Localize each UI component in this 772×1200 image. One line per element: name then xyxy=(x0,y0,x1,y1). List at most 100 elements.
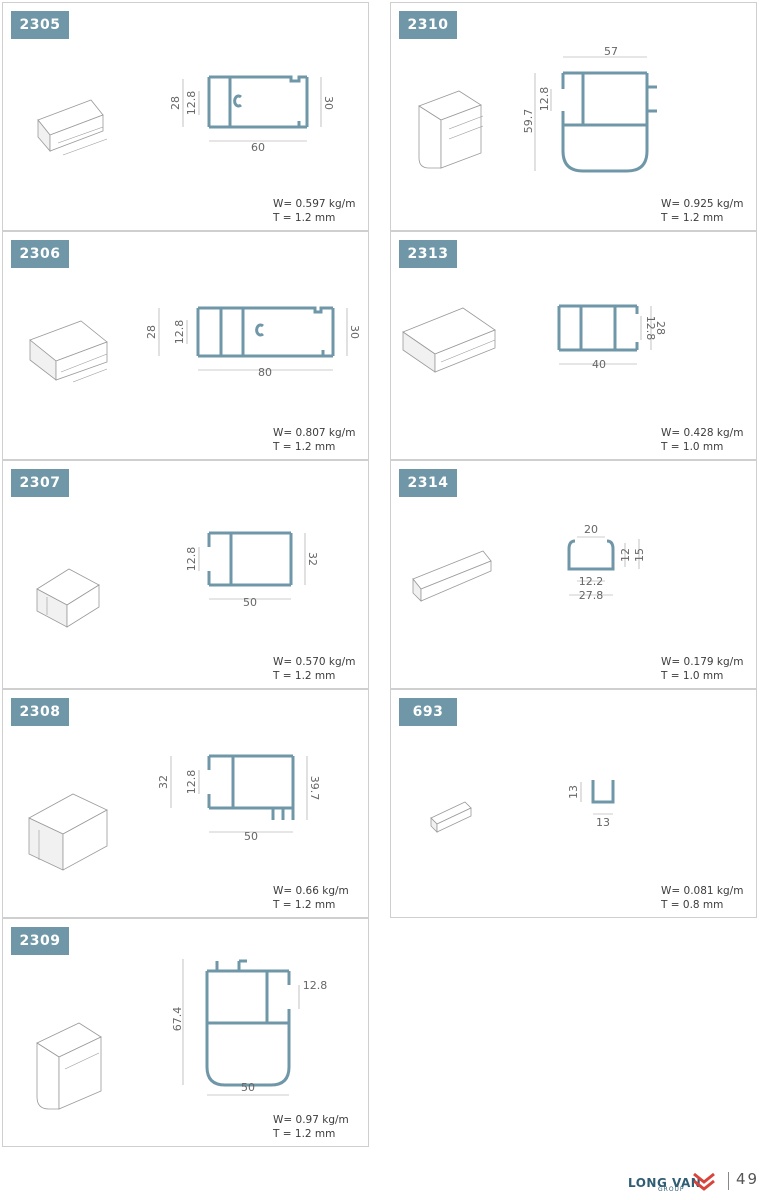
dimension-label: 12 xyxy=(619,548,632,562)
dimension-label: 32 xyxy=(157,775,170,789)
isometric-view xyxy=(37,99,108,156)
profile-card-693: 693 13 13 W= 0.081 kg/m T = 0.8 mm xyxy=(390,689,757,918)
thickness-text: T = 1.2 mm xyxy=(661,212,724,224)
cross-section xyxy=(158,306,348,371)
dimension-label: 80 xyxy=(258,366,272,379)
dimension-label: 32 xyxy=(306,552,319,566)
dimension-label: 30 xyxy=(322,96,335,110)
dimension-label: 12.8 xyxy=(185,547,198,572)
dimension-label: 12.8 xyxy=(303,979,328,992)
profile-drawing: 57 59.7 12.8 xyxy=(418,45,657,173)
cross-section xyxy=(580,780,615,815)
isometric-view xyxy=(430,801,472,833)
spec-block: W= 0.428 kg/m T = 1.0 mm xyxy=(661,426,743,454)
profile-card-2306: 2306 28 12.8 30 80 W= 0.807 kg xyxy=(2,231,369,460)
weight-text: W= 0.081 kg/m xyxy=(661,885,744,897)
dimension-label: 67.4 xyxy=(171,1007,184,1032)
thickness-text: T = 1.0 mm xyxy=(661,441,724,453)
dimension-label: 60 xyxy=(251,141,265,154)
weight-text: W= 0.807 kg/m xyxy=(273,427,356,439)
spec-block: W= 0.081 kg/m T = 0.8 mm xyxy=(661,884,743,912)
thickness-text: T = 1.2 mm xyxy=(273,212,336,224)
cross-section xyxy=(198,531,306,600)
thickness-text: T = 1.2 mm xyxy=(273,441,336,453)
logo-mark-icon xyxy=(693,1172,715,1191)
dimension-label: 50 xyxy=(244,830,258,843)
cross-section xyxy=(182,75,322,142)
isometric-view xyxy=(412,550,492,602)
thickness-text: T = 0.8 mm xyxy=(661,899,724,911)
profile-code: 2309 xyxy=(11,927,69,955)
profile-drawing: 20 12 15 12.2 27.8 xyxy=(412,523,646,602)
dimension-label: 12.8 xyxy=(185,91,198,116)
dimension-label: 50 xyxy=(243,596,257,609)
cross-section xyxy=(567,536,640,596)
spec-block: W= 0.66 kg/m T = 1.2 mm xyxy=(273,884,349,912)
dimension-label: 28 xyxy=(654,321,667,335)
brand-group: GROUP xyxy=(658,1186,685,1193)
profile-code: 2307 xyxy=(11,469,69,497)
thickness-text: T = 1.0 mm xyxy=(661,670,724,682)
dimension-label: 28 xyxy=(169,96,182,110)
dimension-label: 13 xyxy=(596,816,610,829)
weight-text: W= 0.570 kg/m xyxy=(273,656,356,668)
dimension-label: 12.8 xyxy=(173,320,186,345)
profile-drawing: 32 12.8 39.7 50 xyxy=(28,754,321,871)
spec-block: W= 0.597 kg/m T = 1.2 mm xyxy=(273,197,355,225)
dimension-label: 12.2 xyxy=(579,575,604,588)
page-divider xyxy=(728,1172,729,1190)
profile-code: 2306 xyxy=(11,240,69,268)
dimension-label: 30 xyxy=(348,325,361,339)
isometric-view xyxy=(418,90,484,169)
dimension-label: 12.8 xyxy=(538,87,551,112)
profile-code: 2313 xyxy=(399,240,457,268)
profile-drawing: 12.8 32 50 xyxy=(36,531,319,628)
dimension-label: 13 xyxy=(567,785,580,799)
isometric-view xyxy=(36,1022,102,1110)
profile-drawing: 28 12.8 30 80 xyxy=(29,306,361,383)
dimension-label: 20 xyxy=(584,523,598,536)
isometric-view xyxy=(28,793,108,871)
weight-text: W= 0.925 kg/m xyxy=(661,198,744,210)
weight-text: W= 0.597 kg/m xyxy=(273,198,356,210)
profile-drawing: 13 13 xyxy=(430,780,615,833)
dimension-label: 59.7 xyxy=(522,109,535,134)
profile-card-2310: 2310 57 59.7 12.8 W= 0.925 kg/m T = 1.2 … xyxy=(390,2,757,231)
thickness-text: T = 1.2 mm xyxy=(273,670,336,682)
weight-text: W= 0.66 kg/m xyxy=(273,885,349,897)
weight-text: W= 0.97 kg/m xyxy=(273,1114,349,1126)
thickness-text: T = 1.2 mm xyxy=(273,899,336,911)
dimension-label: 28 xyxy=(145,325,158,339)
brand-name: LONG VAN xyxy=(628,1176,702,1190)
profile-drawing: 12.8 28 40 xyxy=(402,304,667,373)
profile-code: 2308 xyxy=(11,698,69,726)
cross-section xyxy=(557,304,652,365)
dimension-label: 15 xyxy=(633,548,646,562)
dimension-label: 57 xyxy=(604,45,618,58)
thickness-text: T = 1.2 mm xyxy=(273,1128,336,1140)
cross-section xyxy=(534,56,657,173)
dimension-label: 39.7 xyxy=(308,776,321,801)
spec-block: W= 0.925 kg/m T = 1.2 mm xyxy=(661,197,743,225)
profile-card-2314: 2314 20 12 15 12.2 27.8 W= 0.179 kg/m T … xyxy=(390,460,757,689)
profile-code: 2305 xyxy=(11,11,69,39)
weight-text: W= 0.428 kg/m xyxy=(661,427,744,439)
dimension-label: 40 xyxy=(592,358,606,371)
spec-block: W= 0.179 kg/m T = 1.0 mm xyxy=(661,655,743,683)
page-number: 49 xyxy=(736,1170,760,1188)
profile-code: 693 xyxy=(399,698,457,726)
spec-block: W= 0.570 kg/m T = 1.2 mm xyxy=(273,655,355,683)
dimension-label: 27.8 xyxy=(579,589,604,602)
profile-card-2313: 2313 12.8 28 40 W= 0.428 kg/m T = 1.0 mm xyxy=(390,231,757,460)
isometric-view xyxy=(29,320,108,383)
profile-code: 2314 xyxy=(399,469,457,497)
isometric-view xyxy=(36,568,100,628)
dimension-label: 12.8 xyxy=(185,770,198,795)
profile-drawing: 12.8 67.4 50 xyxy=(36,959,328,1110)
profile-card-2309: 2309 12.8 67.4 50 W= 0.97 kg/m T = 1.2 m… xyxy=(2,918,369,1147)
dimension-label: 50 xyxy=(241,1081,255,1094)
cross-section xyxy=(182,959,300,1096)
profile-drawing: 28 12.8 30 60 xyxy=(37,75,335,156)
weight-text: W= 0.179 kg/m xyxy=(661,656,744,668)
profile-card-2305: 2305 28 12.8 30 60 W= 0.597 kg/m T = xyxy=(2,2,369,231)
